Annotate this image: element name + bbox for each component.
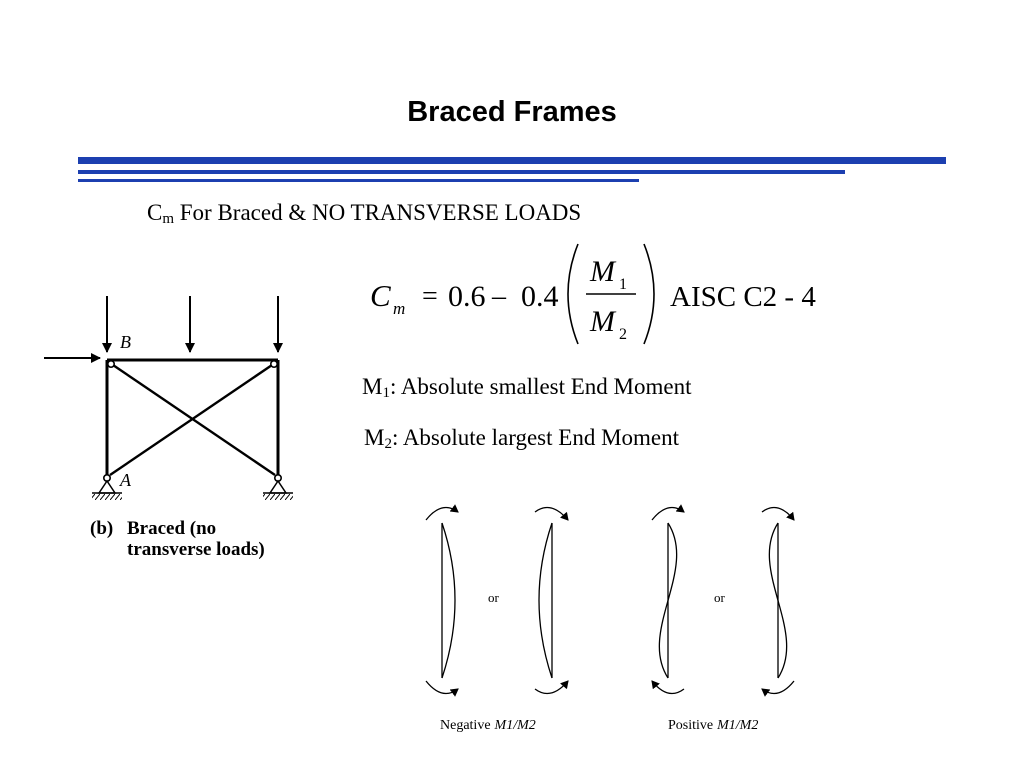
caption-tag: (b)	[90, 518, 113, 539]
pin-joint-top-right	[270, 360, 279, 369]
formula-denominator: M	[589, 305, 617, 338]
negative-ratio-member-2	[534, 506, 569, 695]
brace-diagonal-2	[109, 362, 276, 476]
header-rule-middle	[78, 170, 845, 174]
definition-m1-subscript: 1	[382, 385, 390, 401]
or-label-positive: or	[714, 590, 726, 605]
node-label-b: B	[120, 332, 131, 352]
definition-m2-subscript: 2	[384, 436, 392, 452]
cm-formula: C m = 0.6 – 0.4 M 1 M 2 AISC C2 - 4	[370, 243, 816, 345]
negative-caption-ratio: M1/M2	[494, 718, 536, 733]
formula-denominator-subscript: 2	[619, 326, 627, 343]
definition-m2-symbol: M	[364, 425, 385, 450]
formula-numerator-subscript: 1	[619, 276, 627, 293]
formula-coefficient-2: 0.4	[521, 280, 559, 313]
subtitle-text: For Braced & NO TRANSVERSE LOADS	[174, 200, 582, 225]
formula-left-paren	[567, 243, 579, 345]
definition-m2: M2: Absolute largest End Moment	[364, 425, 680, 452]
positive-ratio-member-1	[651, 504, 685, 695]
positive-ratio-member-2	[761, 506, 795, 697]
or-label-negative: or	[488, 590, 500, 605]
pin-support-left	[92, 479, 122, 500]
positive-caption-word: Positive	[668, 718, 713, 733]
caption-line-1: Braced (no	[127, 518, 216, 539]
subtitle-symbol-subscript: m	[162, 211, 175, 227]
definition-m1-text: : Absolute smallest End Moment	[389, 374, 692, 399]
header-rule-thick	[78, 157, 946, 164]
formula-equals: =	[422, 281, 438, 312]
definition-m2-text: : Absolute largest End Moment	[391, 425, 680, 450]
header-rule-short	[78, 179, 639, 182]
pin-joint-b	[107, 360, 116, 369]
formula-numerator: M	[589, 255, 617, 288]
node-label-a: A	[119, 470, 132, 490]
negative-caption-word: Negative	[440, 718, 491, 733]
formula-reference: AISC C2 - 4	[670, 281, 816, 313]
subtitle: Cm For Braced & NO TRANSVERSE LOADS	[147, 200, 582, 227]
formula-right-paren	[643, 243, 655, 345]
braced-frame-diagram: B A (b) Braced (no transverse loads)	[44, 296, 293, 560]
caption-line-2: transverse loads)	[127, 539, 265, 560]
formula-lhs: C	[370, 278, 391, 313]
subtitle-symbol: C	[147, 200, 163, 225]
formula-coefficient-1: 0.6	[448, 280, 486, 313]
slide-title: Braced Frames	[407, 96, 617, 128]
negative-ratio-member-1	[425, 504, 459, 697]
definition-m1: M1: Absolute smallest End Moment	[362, 374, 692, 401]
definition-m1-symbol: M	[362, 374, 383, 399]
formula-lhs-subscript: m	[393, 299, 405, 318]
formula-minus: –	[491, 281, 507, 312]
pin-support-right	[263, 479, 293, 500]
positive-caption-ratio: M1/M2	[716, 718, 758, 733]
